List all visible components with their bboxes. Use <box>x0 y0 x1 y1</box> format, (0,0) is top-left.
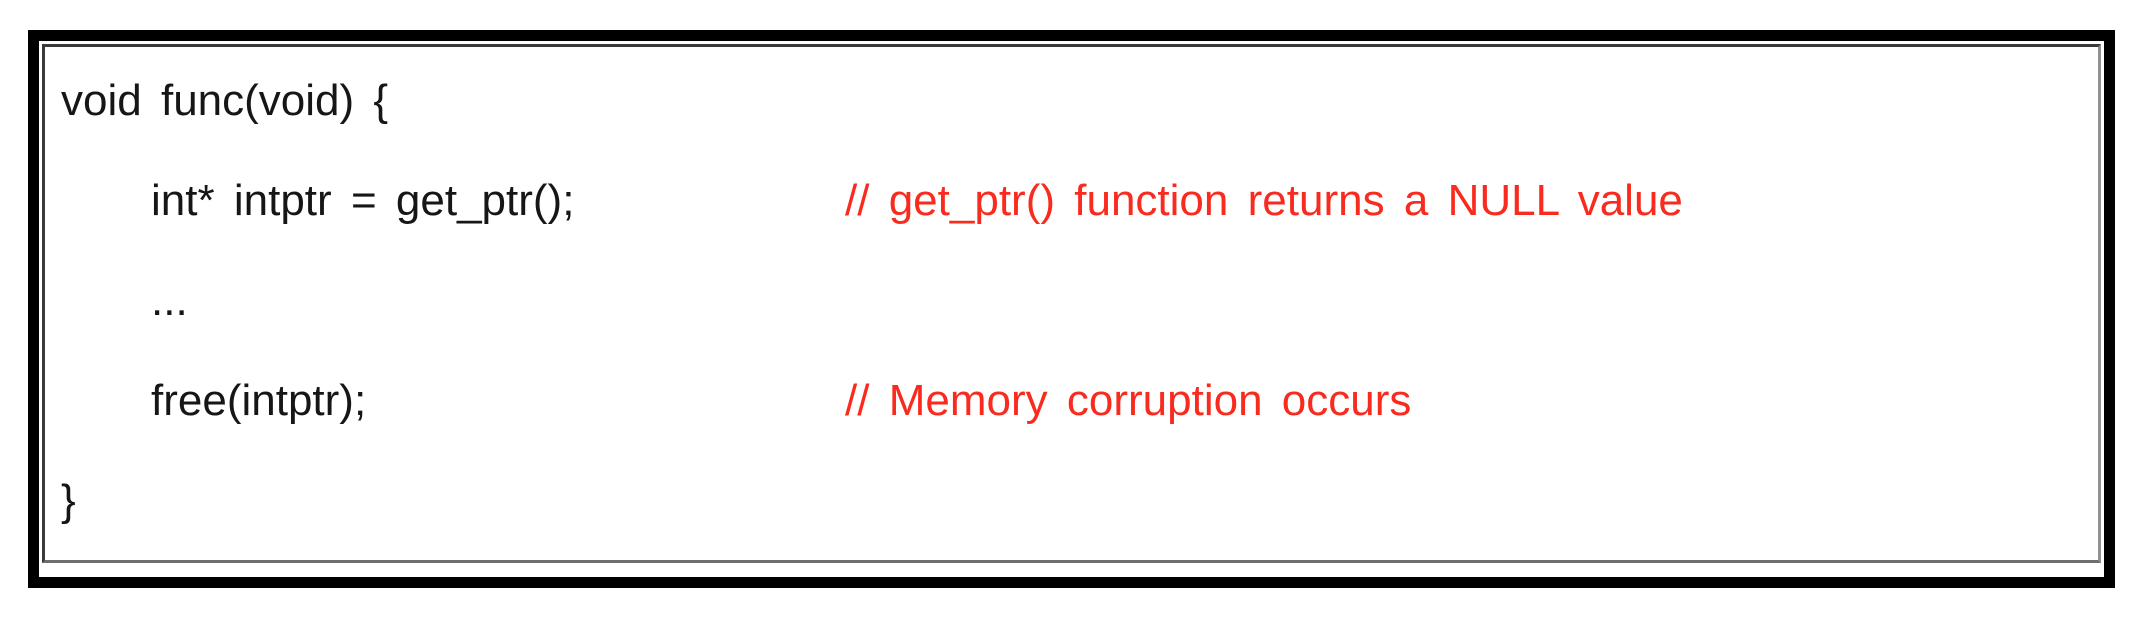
comment-text: // get_ptr() function returns a NULL val… <box>845 176 1683 225</box>
code-line: ... <box>61 251 2098 351</box>
code-line: int* intptr = get_ptr(); // get_ptr() fu… <box>61 151 2098 251</box>
code-box-outer-frame: void func(void) { int* intptr = get_ptr(… <box>28 30 2115 588</box>
code-text: ... <box>151 276 188 325</box>
comment-text: // Memory corruption occurs <box>845 376 1412 425</box>
code-text: } <box>61 476 76 525</box>
code-line: free(intptr); // Memory corruption occur… <box>61 351 2098 451</box>
code-line: } <box>61 451 2098 551</box>
code-text: int* intptr = get_ptr(); <box>151 176 575 225</box>
code-text: free(intptr); <box>151 376 367 425</box>
code-text: void func(void) { <box>61 76 389 125</box>
code-box-inner-frame: void func(void) { int* intptr = get_ptr(… <box>42 44 2101 563</box>
code-line: void func(void) { <box>61 51 2098 151</box>
